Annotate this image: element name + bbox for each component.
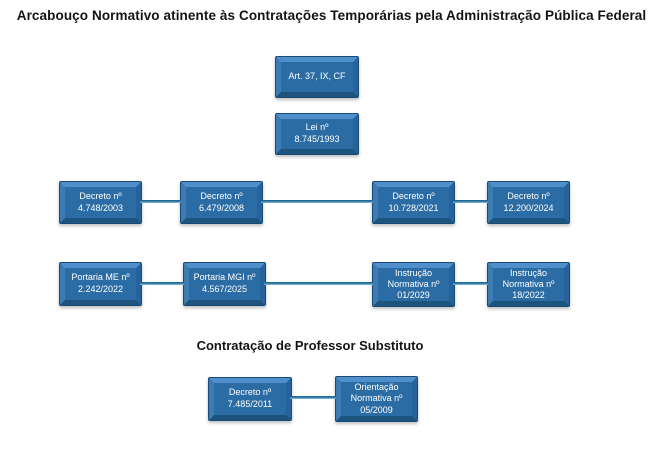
node-decreto-6479-2008: Decreto nº 6.479/2008 bbox=[180, 181, 263, 224]
node-art-37-ix-cf: Art. 37, IX, CF bbox=[275, 56, 359, 98]
node-label: Decreto nº 10.728/2021 bbox=[373, 191, 454, 214]
connector-line bbox=[140, 200, 181, 203]
node-portaria-me-2242-2022: Portaria ME nº 2.242/2022 bbox=[59, 262, 142, 306]
node-label-line: 05/2009 bbox=[360, 404, 393, 415]
node-label-line: Portaria ME nº bbox=[71, 272, 130, 283]
node-label-line: 8.745/1993 bbox=[294, 134, 340, 144]
node-label-line: Normativa nº bbox=[502, 278, 555, 289]
node-decreto-7485-2011: Decreto nº 7.485/2011 bbox=[208, 377, 292, 421]
node-label-line: Decreto nº bbox=[392, 190, 435, 201]
node-label-line: Instrução bbox=[394, 267, 433, 278]
node-label-line: Normativa nº bbox=[387, 278, 440, 289]
node-label-line: 4.748/2003 bbox=[77, 202, 124, 213]
connector-line bbox=[140, 282, 184, 285]
node-label: Orientação Normativa nº 05/2009 bbox=[336, 382, 417, 416]
node-decreto-10728-2021: Decreto nº 10.728/2021 bbox=[372, 181, 455, 224]
node-label: Portaria ME nº 2.242/2022 bbox=[60, 272, 141, 295]
node-label-line: Art. 37, IX, CF bbox=[288, 71, 346, 82]
node-label-line: Portaria MGI nº bbox=[193, 272, 256, 283]
node-label: Portaria MGI nº 4.567/2025 bbox=[184, 272, 265, 295]
node-lei-8745-1993: Lei nº 8.745/1993 bbox=[275, 113, 359, 155]
connector-line bbox=[264, 282, 373, 285]
connector-line bbox=[261, 200, 373, 203]
node-label-line: Normativa nº bbox=[350, 393, 403, 404]
node-label-line: 10.728/2021 bbox=[388, 202, 439, 213]
node-label: Instrução Normativa nº 01/2029 bbox=[373, 268, 454, 302]
node-label: Decreto nº 4.748/2003 bbox=[60, 191, 141, 214]
node-instrucao-normativa-01-2029: Instrução Normativa nº 01/2029 bbox=[372, 262, 455, 307]
node-portaria-mgi-4567-2025: Portaria MGI nº 4.567/2025 bbox=[183, 262, 266, 306]
node-label-line: 4.567/2025 bbox=[201, 284, 248, 294]
node-orientacao-normativa-05-2009: Orientação Normativa nº 05/2009 bbox=[335, 376, 418, 422]
node-label-line: 6.479/2008 bbox=[198, 202, 245, 213]
connector-line bbox=[290, 396, 336, 399]
node-label-line: 2.242/2022 bbox=[77, 284, 124, 294]
node-instrucao-normativa-18-2022: Instrução Normativa nº 18/2022 bbox=[487, 262, 570, 307]
node-label-line: 18/2022 bbox=[512, 290, 545, 301]
node-label-line: 01/2029 bbox=[397, 290, 430, 301]
node-decreto-12200-2024: Decreto nº 12.200/2024 bbox=[487, 181, 570, 224]
node-label: Instrução Normativa nº 18/2022 bbox=[488, 268, 569, 302]
node-label: Decreto nº 7.485/2011 bbox=[209, 387, 291, 410]
node-label-line: Instrução bbox=[509, 267, 548, 278]
node-label-line: 7.485/2011 bbox=[227, 399, 273, 409]
node-label-line: Decreto nº bbox=[507, 190, 550, 201]
node-label-line: Decreto nº bbox=[228, 387, 272, 398]
node-label: Lei nº 8.745/1993 bbox=[276, 122, 358, 145]
node-label: Decreto nº 12.200/2024 bbox=[488, 191, 569, 214]
node-label-line: Decreto nº bbox=[200, 190, 243, 201]
connector-line bbox=[453, 282, 488, 285]
node-label: Decreto nº 6.479/2008 bbox=[181, 191, 262, 214]
node-label: Art. 37, IX, CF bbox=[276, 71, 358, 83]
node-label-line: 12.200/2024 bbox=[503, 202, 554, 213]
node-label-line: Decreto nº bbox=[79, 190, 122, 201]
node-label-line: Lei nº bbox=[305, 122, 329, 133]
section-subtitle: Contratação de Professor Substituto bbox=[196, 338, 424, 353]
node-label-line: Orientação bbox=[354, 382, 399, 393]
node-decreto-4748-2003: Decreto nº 4.748/2003 bbox=[59, 181, 142, 224]
diagram-title: Arcabouço Normativo atinente às Contrata… bbox=[16, 8, 647, 23]
connector-line bbox=[453, 200, 488, 203]
